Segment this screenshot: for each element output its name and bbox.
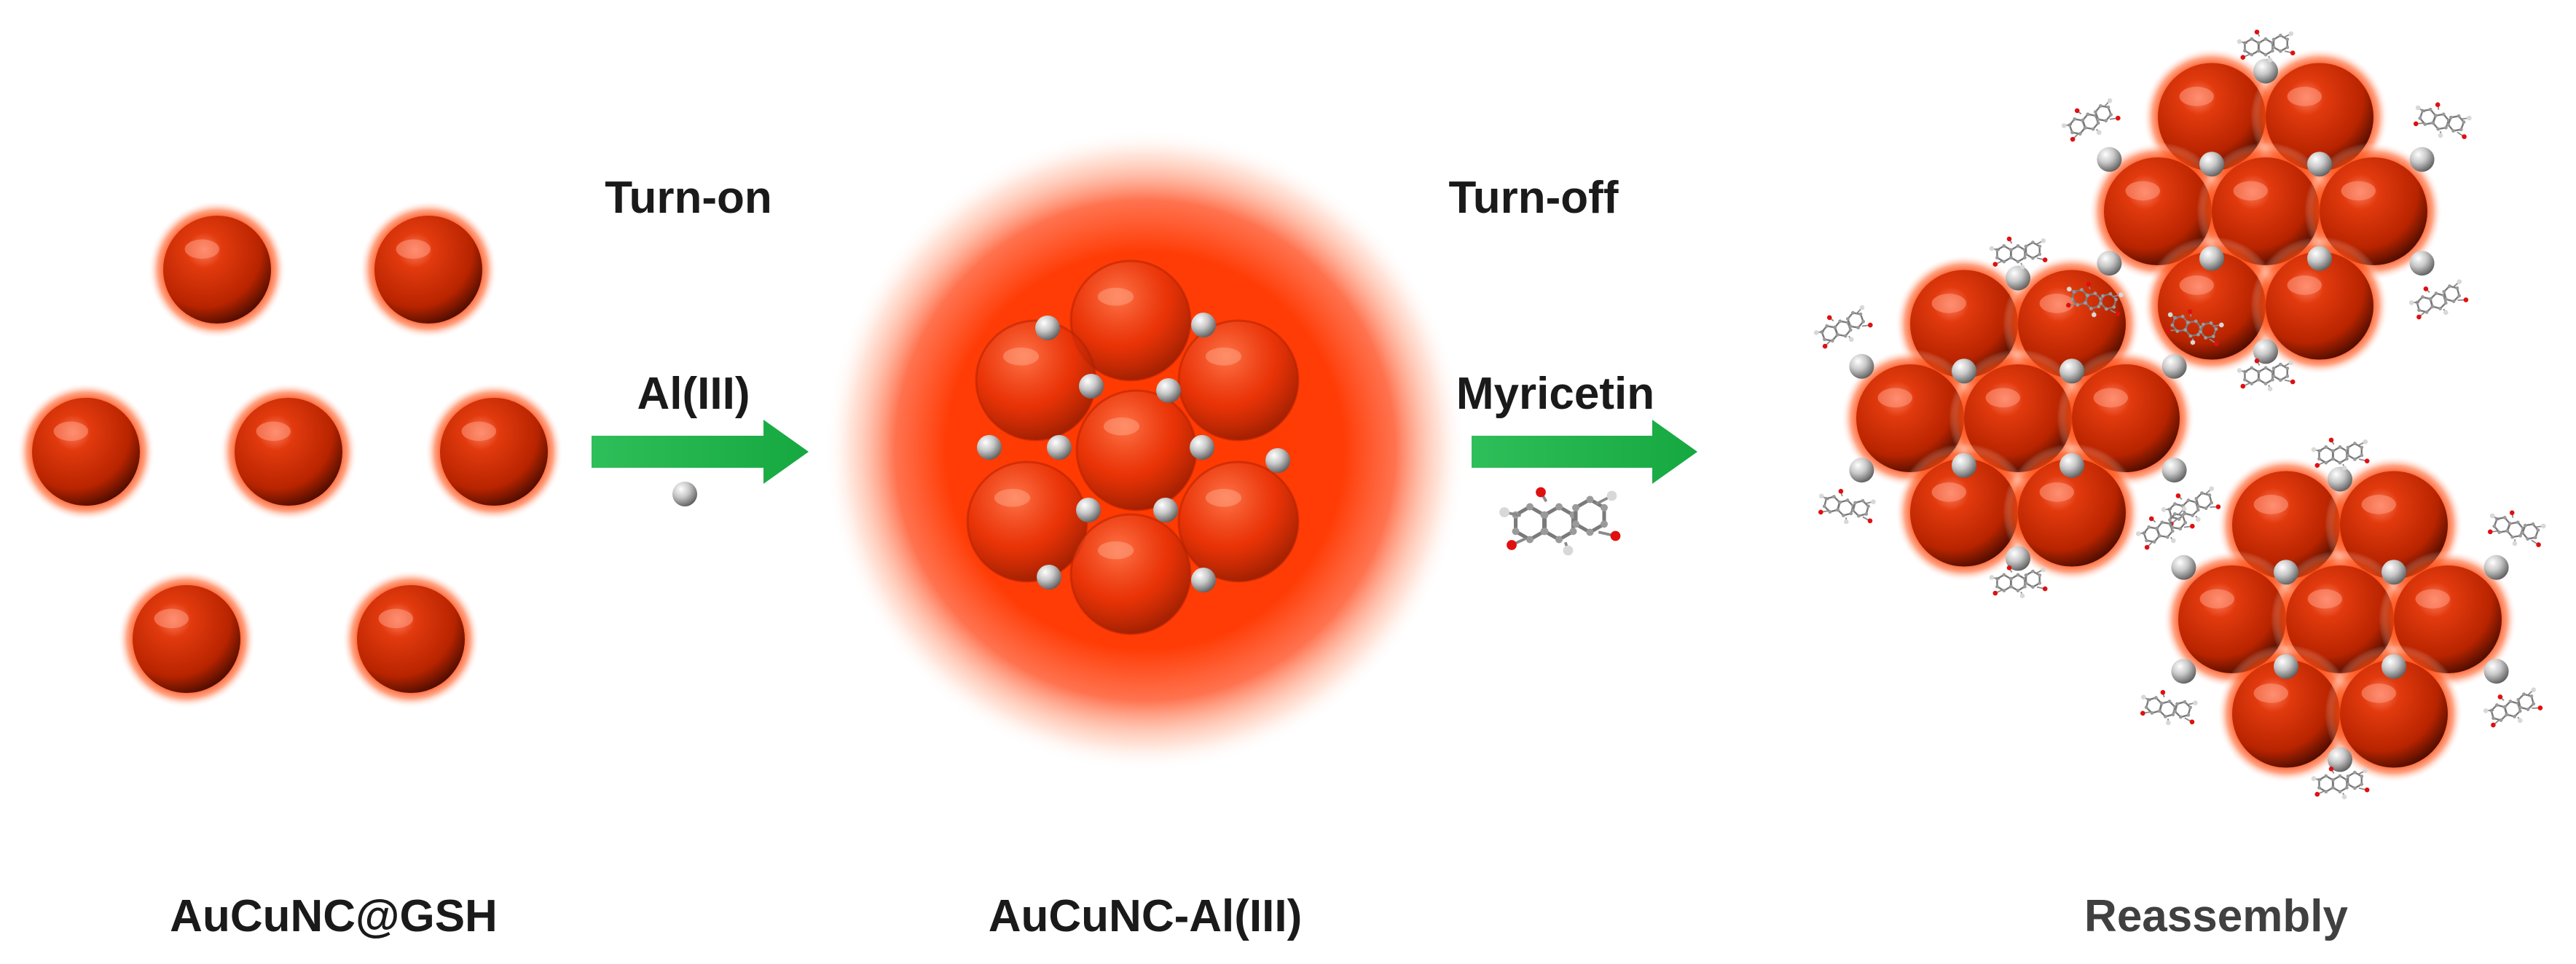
al-ion [2059, 358, 2084, 384]
turn-on-label: Turn-on [605, 173, 772, 223]
al-ion [2328, 747, 2352, 772]
al-ion [1079, 374, 1104, 399]
myricetin-molecule [2311, 437, 2370, 471]
nanocluster [1177, 319, 1300, 442]
al-ion [1035, 316, 1060, 340]
al-ion [2274, 654, 2298, 679]
al-ion [1037, 565, 1061, 589]
nanocluster [975, 319, 1097, 442]
al-ion [2253, 58, 2278, 84]
al-ion [2006, 265, 2030, 291]
nanocluster [1177, 461, 1300, 583]
nanocluster [1895, 443, 2033, 582]
myricetin-molecule [2135, 506, 2195, 550]
al-ion [1265, 448, 1290, 473]
al-ion [2097, 146, 2122, 172]
al-ion [1849, 458, 1874, 483]
al-ion [1190, 435, 1214, 460]
nanocluster [219, 383, 358, 521]
al-ion [2409, 251, 2435, 276]
myricetin-molecule [2165, 309, 2224, 346]
al-ion [2161, 353, 2187, 379]
myricetin-molecule [1813, 305, 1873, 349]
nanocluster [148, 200, 286, 339]
myricetin-molecule [2483, 687, 2543, 728]
nanocluster [359, 200, 498, 339]
al-ion [2409, 146, 2435, 172]
myricetin-molecule [2066, 281, 2124, 318]
al-ion [2483, 555, 2509, 580]
al-ion [1156, 378, 1181, 403]
al-ion [2307, 246, 2332, 271]
al-ion [1153, 498, 1178, 522]
myricetin-reagent-label: Myricetin [1456, 369, 1655, 419]
myricetin-molecule [2408, 279, 2469, 320]
nanocluster [2217, 644, 2355, 783]
al-ion [1076, 498, 1101, 522]
turn-off-label: Turn-off [1448, 173, 1619, 223]
nanocluster [2325, 644, 2463, 783]
al-ion [1191, 568, 1216, 592]
al-ion [2199, 152, 2224, 177]
myricetin-molecule [1499, 487, 1621, 556]
al-ion [2253, 339, 2278, 364]
nanocluster [1069, 513, 1192, 635]
al-ion [1849, 353, 1874, 379]
myricetin-molecule [2061, 98, 2121, 142]
al-reagent-label: Al(III) [637, 369, 750, 419]
al-ion [2483, 659, 2509, 684]
myricetin-molecule [2237, 29, 2296, 63]
al-ion [2171, 659, 2196, 684]
al-ion [2171, 555, 2196, 580]
myricetin-molecule [2237, 358, 2296, 391]
al-ion [1191, 313, 1216, 337]
al-ion [672, 482, 697, 506]
al-ion [2307, 152, 2332, 177]
myricetin-molecule [2140, 689, 2198, 726]
al-ion [1047, 435, 1072, 460]
nanocluster [1075, 389, 1198, 512]
myricetin-molecule [1818, 488, 1876, 525]
al-ion [2328, 466, 2352, 492]
al-ion [2199, 246, 2224, 271]
stage2-label: AuCuNC-Al(III) [988, 891, 1303, 941]
myricetin-molecule [2161, 486, 2221, 527]
al-ion [2381, 654, 2406, 679]
al-ion [2097, 251, 2122, 276]
turn-off-arrow [1472, 420, 1697, 484]
stage3-label: Reassembly [2084, 891, 2348, 941]
nanocluster [117, 570, 256, 708]
nanocluster [342, 570, 480, 708]
myricetin-molecule [2487, 510, 2546, 547]
nanocluster [1069, 259, 1192, 382]
al-ion [2006, 546, 2030, 571]
myricetin-molecule [1989, 565, 2048, 598]
al-ion [1952, 452, 1976, 478]
stage1-label: AuCuNC@GSH [170, 891, 498, 941]
al-ion [1952, 358, 1976, 384]
myricetin-molecule [1989, 236, 2048, 270]
al-ion [977, 435, 1002, 460]
nanocluster [425, 383, 563, 521]
nanocluster [17, 383, 155, 521]
nanocluster [2003, 443, 2141, 582]
al-ion [2274, 560, 2298, 585]
myricetin-molecule [2413, 102, 2472, 139]
al-ion [2161, 458, 2187, 483]
nanocluster [2250, 236, 2389, 375]
turn-on-arrow [592, 420, 809, 484]
nanocluster [2143, 236, 2281, 375]
nanocluster [966, 461, 1088, 583]
al-ion [2381, 560, 2406, 585]
al-ion [2059, 452, 2084, 478]
myricetin-molecule [2311, 767, 2370, 799]
